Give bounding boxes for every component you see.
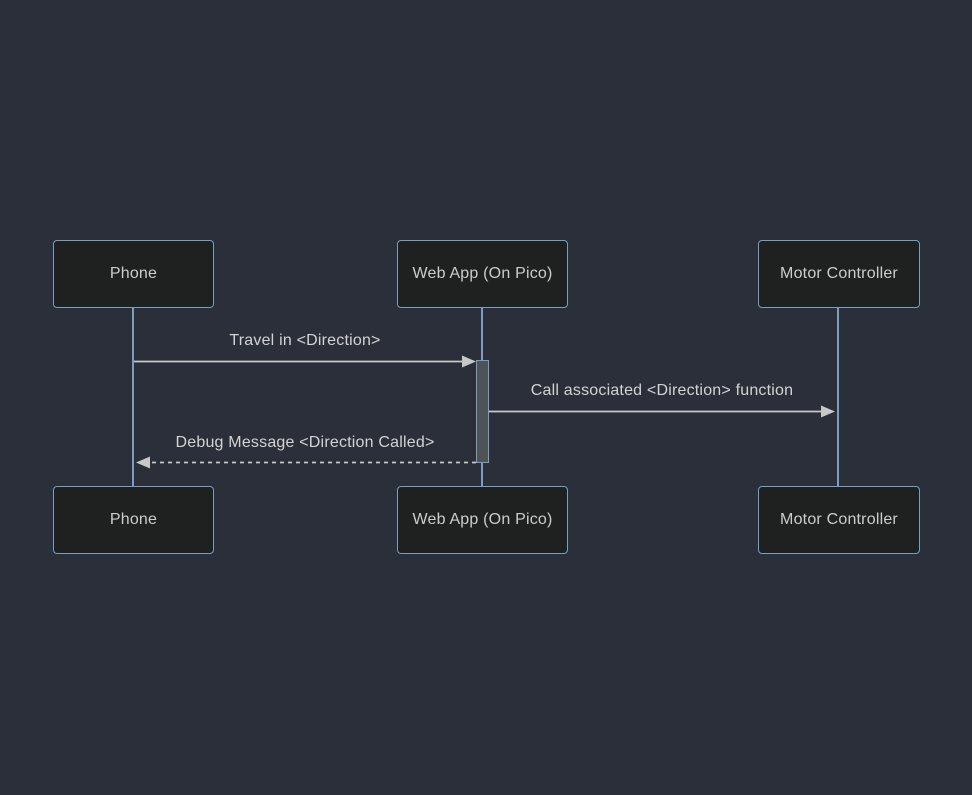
message-label-debug: Debug Message <Direction Called> [175,434,435,451]
arrowhead-right-icon [821,405,835,418]
actor-label: Web App (On Pico) [412,511,553,528]
actor-bottom-phone: Phone [53,486,214,554]
message-label-travel: Travel in <Direction> [229,332,381,349]
actor-top-phone: Phone [53,240,214,308]
actor-label: Web App (On Pico) [412,265,553,282]
actor-label: Phone [109,511,158,528]
actor-top-webapp: Web App (On Pico) [397,240,568,308]
activation-bar-webapp [476,360,489,463]
message-label-call-function: Call associated <Direction> function [530,382,794,399]
arrowhead-right-icon [462,355,476,368]
lifeline-motor-controller [837,308,839,486]
actor-label: Motor Controller [780,265,898,282]
actor-label: Phone [109,265,158,282]
actor-bottom-webapp: Web App (On Pico) [397,486,568,554]
actor-bottom-motor-controller: Motor Controller [758,486,920,554]
arrowhead-left-icon [136,456,150,469]
actor-label: Motor Controller [780,511,898,528]
lifeline-phone [132,308,134,486]
actor-top-motor-controller: Motor Controller [758,240,920,308]
